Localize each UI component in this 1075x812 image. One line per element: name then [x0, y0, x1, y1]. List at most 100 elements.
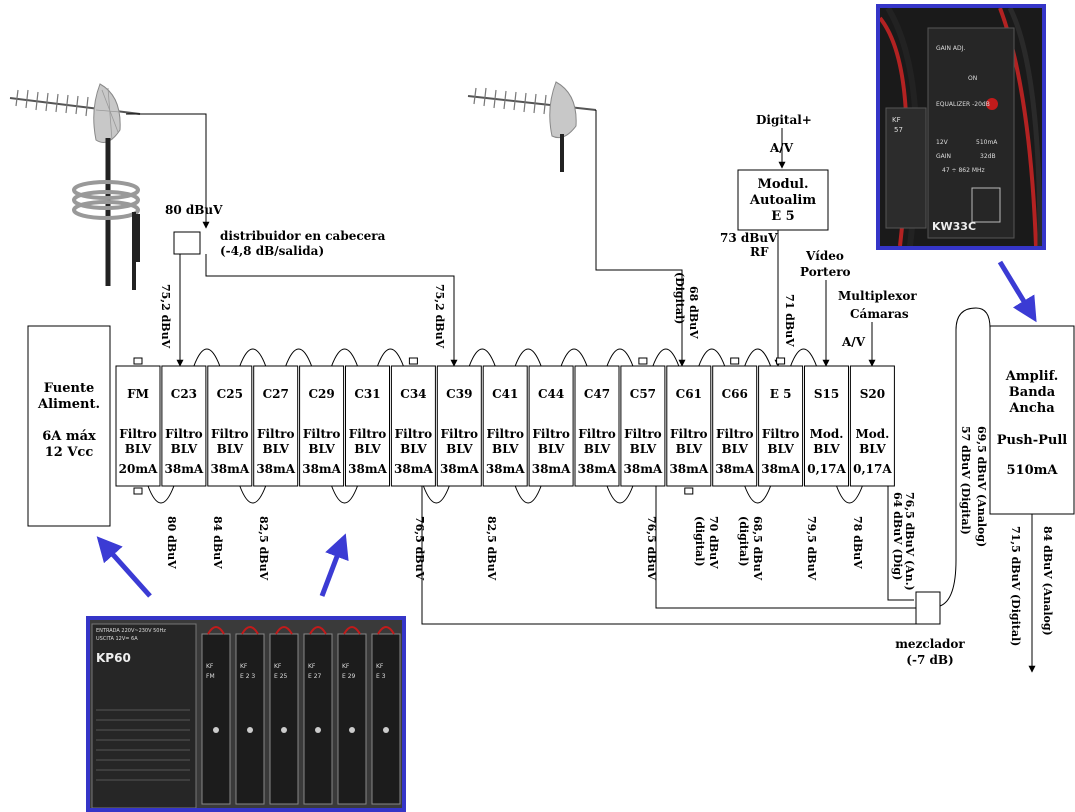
module-l2: BLV — [217, 442, 244, 456]
module-l1: Filtro — [165, 427, 203, 441]
module-ch: C66 — [722, 387, 748, 401]
module-l2: BLV — [630, 442, 657, 456]
module-ch: FM — [127, 387, 149, 401]
module-ch: C39 — [446, 387, 472, 401]
module-ch: C47 — [584, 387, 610, 401]
output-level: 80 dBuV — [165, 516, 178, 569]
kw33c-gain-value: 32dB — [980, 153, 996, 160]
pointer-arrows — [96, 260, 1037, 598]
multiplexor-av-label: A/V — [841, 335, 866, 349]
modulator-av-label: A/V — [769, 141, 794, 155]
terminator — [776, 357, 786, 365]
distributor-output-1-label: 75,2 dBuV — [159, 284, 172, 349]
module-l1: Filtro — [624, 427, 662, 441]
module-ch: C27 — [263, 387, 289, 401]
module-box — [161, 365, 207, 487]
module-box — [115, 365, 161, 487]
output-level: 70 dBuV — [707, 516, 720, 569]
bridge-loop-top — [698, 348, 726, 367]
amp-input-analog: 69,5 dBuV (Analog) — [975, 426, 988, 547]
module-cur: 0,17A — [807, 462, 846, 476]
module-ch: C61 — [676, 387, 702, 401]
module-l2: BLV — [125, 442, 152, 456]
module-box — [849, 365, 895, 487]
module-l2: BLV — [721, 442, 748, 456]
module-ch: S20 — [860, 387, 885, 401]
bridge-loop-top — [652, 348, 680, 367]
kp60-module-kf: KF — [240, 663, 248, 670]
bridge-loop-top — [193, 348, 221, 367]
bridge-loop-bottom — [422, 485, 450, 504]
module-l1: Filtro — [119, 427, 157, 441]
video-portero-line2: Portero — [800, 265, 851, 279]
module-l1: Filtro — [486, 427, 524, 441]
kp60-module — [235, 633, 265, 805]
kp60-module-kf: KF — [308, 663, 316, 670]
terminator — [133, 357, 143, 365]
module-l2: BLV — [584, 442, 611, 456]
module-ch: E 5 — [770, 387, 792, 401]
kw33c-equalizer: EQUALIZER -20dB — [936, 101, 990, 108]
kw33c-band: 47 ÷ 862 MHz — [942, 167, 985, 174]
amplifier-line1: Amplif. — [1005, 369, 1058, 384]
bridge-loop-bottom — [836, 485, 863, 504]
module-box — [299, 365, 345, 487]
module-cur: 38mA — [761, 462, 800, 476]
module-l1: Mod. — [855, 427, 889, 441]
output-level: 68,5 dBuV — [751, 516, 764, 581]
kw33c-gain-label: GAIN — [936, 153, 951, 160]
modulator-line3: E 5 — [771, 209, 794, 224]
module-l2: BLV — [262, 442, 289, 456]
module-l1: Mod. — [810, 427, 844, 441]
digital-plus-label: Digital+ — [756, 113, 812, 127]
bridge-loop-top — [744, 348, 772, 367]
multiplexor-line2: Cámaras — [850, 307, 909, 321]
module-l2: BLV — [308, 442, 335, 456]
module-l2: BLV — [354, 442, 381, 456]
uhf-type-label: (Digital) — [673, 272, 686, 324]
module-strip: FMFiltroBLV20mAC23FiltroBLV38mAC25Filtro… — [115, 348, 895, 504]
kw33c-side-label: KF — [892, 116, 901, 124]
module-l2: BLV — [859, 442, 886, 456]
output-level: 82,5 dBuV — [485, 516, 498, 581]
photo-kw33c-amplifier: GAIN ADJ. ON EQUALIZER -20dB 12V 510mA G… — [876, 4, 1046, 250]
video-portero-line1: Vídeo — [805, 249, 844, 263]
mixer-box — [915, 591, 941, 625]
module-l1: Filtro — [670, 427, 708, 441]
module-ch: C31 — [354, 387, 380, 401]
fm-antenna-icon — [72, 180, 140, 220]
module-l2: BLV — [813, 442, 840, 456]
module-l1: Filtro — [303, 427, 341, 441]
photo-kp60-headend: ENTRADA 220V~230V 50Hz USCITA 12V= 6A KP… — [86, 616, 406, 812]
distributor-output-2-label: 75,2 dBuV — [433, 284, 446, 349]
module-cur: 38mA — [394, 462, 433, 476]
output-level-type: (digital) — [693, 516, 706, 567]
module-cur: 38mA — [669, 462, 708, 476]
module-box — [804, 365, 849, 487]
amplifier-line4: Push-Pull — [997, 433, 1068, 448]
modulator-out-type: RF — [750, 245, 769, 259]
mixer-line2: (-7 dB) — [906, 653, 953, 667]
module-cur: 38mA — [578, 462, 617, 476]
module-box — [712, 365, 758, 487]
bridge-loop-top — [239, 348, 267, 367]
kp60-module-ch: FM — [206, 673, 215, 680]
module-l1: Filtro — [257, 427, 295, 441]
module-l1: Filtro — [716, 427, 754, 441]
module-cur: 38mA — [532, 462, 571, 476]
bridge-loop-bottom — [744, 485, 772, 504]
kw33c-model: KW33C — [932, 220, 976, 233]
kp60-module-ch: E 27 — [308, 673, 322, 680]
modulator-box — [737, 169, 829, 231]
bridge-loop-top — [606, 348, 634, 367]
bridge-loop-bottom — [331, 485, 358, 504]
kp60-module-ch: E 2 3 — [240, 673, 255, 680]
modulator-line2: Autoalim — [749, 193, 817, 208]
module-box — [436, 365, 482, 487]
antenna-level-label: 80 dBuV — [165, 203, 223, 217]
module-cur: 38mA — [302, 462, 341, 476]
amplifier-line5: 510mA — [1007, 463, 1059, 478]
modulator-out-level: 73 dBuV — [720, 231, 778, 245]
amplifier-box — [989, 325, 1075, 515]
